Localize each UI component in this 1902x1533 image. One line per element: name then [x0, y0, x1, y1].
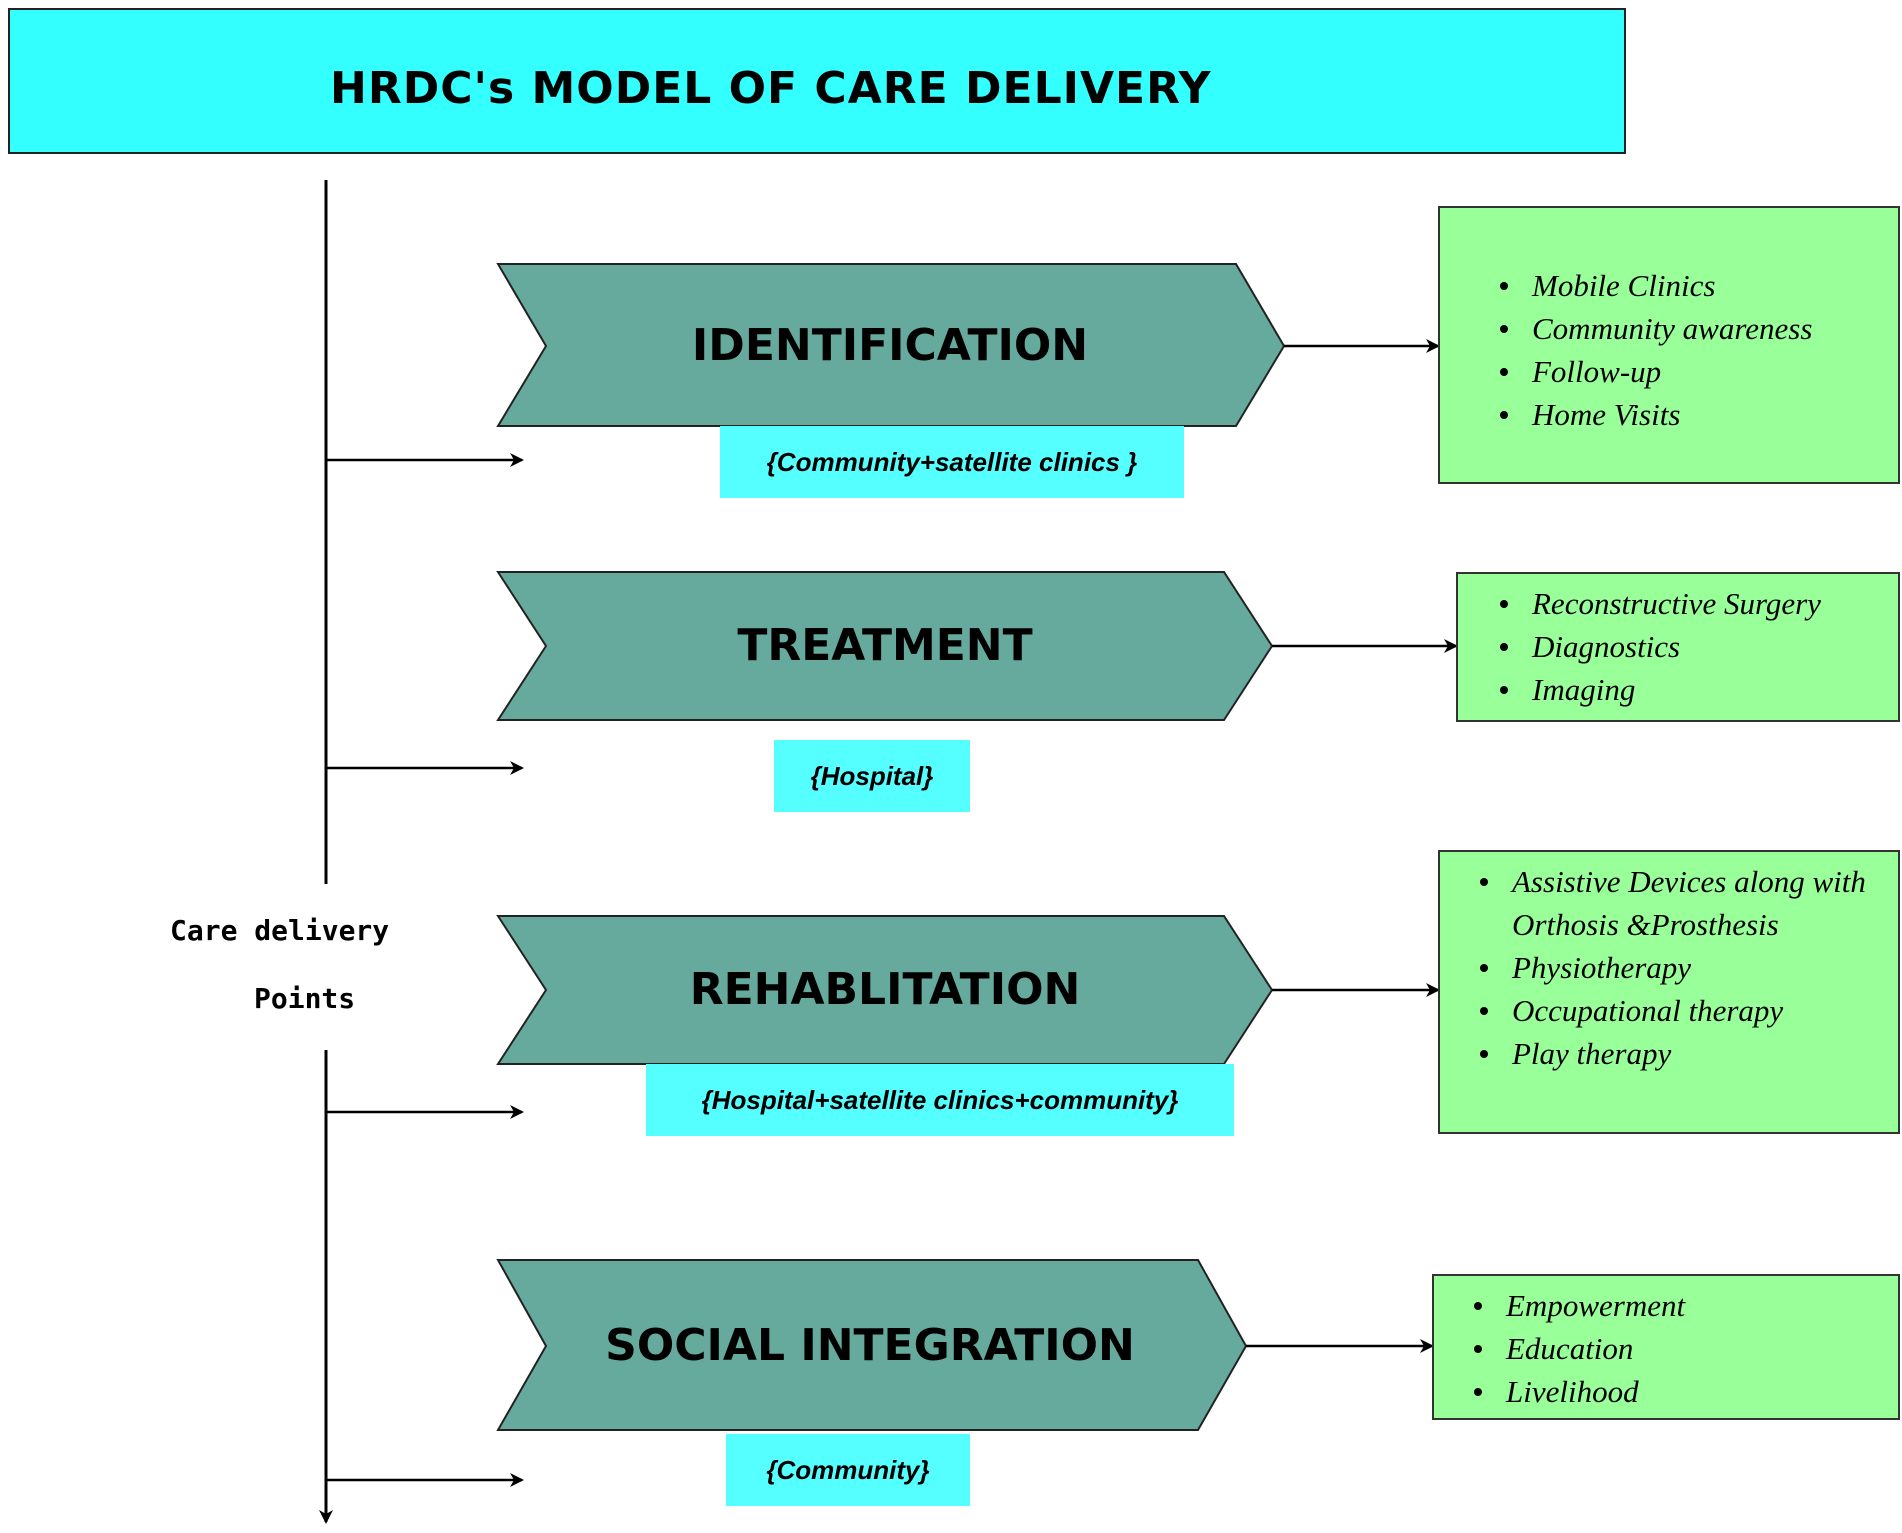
location-rehabilitation: {Hospital+satellite clinics+community}	[646, 1064, 1234, 1136]
list-item: Physiotherapy	[1466, 946, 1886, 989]
activities-treatment: Reconstructive Surgery Diagnostics Imagi…	[1456, 572, 1900, 722]
location-social-integration: {Community}	[726, 1434, 970, 1506]
list-item: Diagnostics	[1486, 625, 1898, 668]
list-item: Empowerment	[1460, 1284, 1898, 1327]
stage-label-social-integration: SOCIAL INTEGRATION	[605, 1320, 1135, 1371]
chevron-social-integration	[496, 1259, 1248, 1431]
chevron-identification	[496, 263, 1286, 427]
list-item: Play therapy	[1466, 1032, 1886, 1075]
stage-label-identification: IDENTIFICATION	[691, 320, 1089, 371]
list-item: Livelihood	[1460, 1370, 1898, 1413]
location-identification: {Community+satellite clinics }	[720, 426, 1184, 498]
care-delivery-label-line1: Care delivery	[170, 914, 390, 947]
title-box: HRDC's MODEL OF CARE DELIVERY	[8, 8, 1626, 154]
list-item: Mobile Clinics	[1486, 264, 1898, 307]
chevron-treatment	[496, 571, 1274, 721]
care-delivery-label-line2: Points	[254, 982, 356, 1015]
activities-identification: Mobile Clinics Community awareness Follo…	[1438, 206, 1900, 484]
activities-rehabilitation: Assistive Devices along with Orthosis &P…	[1438, 850, 1900, 1134]
list-item: Occupational therapy	[1466, 989, 1886, 1032]
activities-social-integration: Empowerment Education Livelihood	[1432, 1274, 1900, 1420]
list-item: Community awareness	[1486, 307, 1898, 350]
stage-label-rehabilitation: REHABLITATION	[689, 964, 1081, 1015]
list-item: Assistive Devices along with Orthosis &P…	[1466, 860, 1886, 946]
diagram-title: HRDC's MODEL OF CARE DELIVERY	[330, 63, 1212, 114]
list-item: Imaging	[1486, 668, 1898, 711]
list-item: Reconstructive Surgery	[1486, 582, 1898, 625]
list-item: Home Visits	[1486, 393, 1898, 436]
stage-label-treatment: TREATMENT	[737, 620, 1033, 671]
list-item: Follow-up	[1486, 350, 1898, 393]
location-treatment: {Hospital}	[774, 740, 970, 812]
list-item: Education	[1460, 1327, 1898, 1370]
